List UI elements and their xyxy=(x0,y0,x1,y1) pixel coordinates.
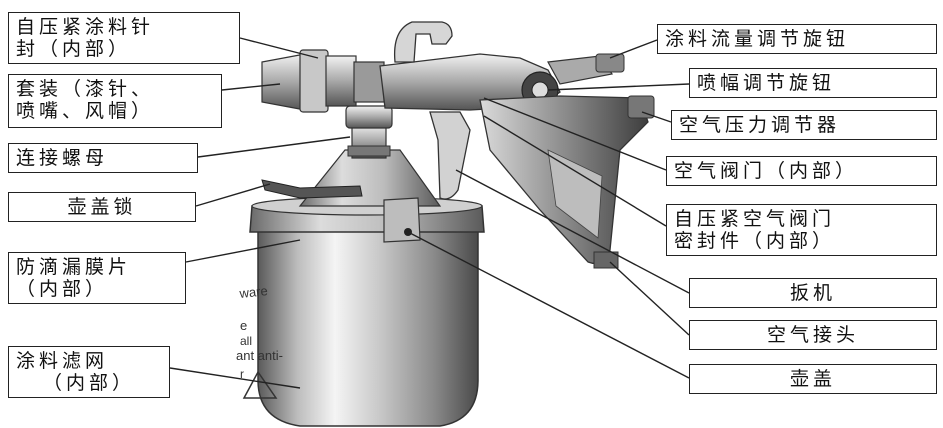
label-line: （内部） xyxy=(16,278,109,300)
label-line: （内部） xyxy=(42,372,135,394)
leader-fan-knob xyxy=(547,83,690,91)
leader-connect-nut xyxy=(197,136,351,158)
leader-lines xyxy=(169,37,690,389)
label-line: 涂料滤网 xyxy=(16,350,109,372)
leader-air-inlet xyxy=(609,261,690,336)
leader-pot-lid-lock xyxy=(195,183,271,207)
label-line: 封（内部） xyxy=(16,38,132,60)
label-pot-lid: 壶盖 xyxy=(689,364,937,394)
label-nozzle-set: 套装（漆针、 喷嘴、风帽） xyxy=(8,74,222,128)
label-pot-lid-lock: 壶盖锁 xyxy=(8,192,196,222)
leader-drip-film xyxy=(185,239,301,263)
label-line: 壶盖锁 xyxy=(67,196,137,218)
label-connect-nut: 连接螺母 xyxy=(8,143,198,173)
label-line: 空气阀门（内部） xyxy=(674,160,859,182)
label-valve-seal: 自压紧空气阀门 密封件（内部） xyxy=(666,204,937,256)
leader-nozzle-set xyxy=(221,83,281,91)
label-line: 壶盖 xyxy=(789,368,836,390)
leader-air-regulator xyxy=(641,111,672,123)
label-air-valve: 空气阀门（内部） xyxy=(666,156,937,186)
label-drip-film: 防滴漏膜片 （内部） xyxy=(8,252,186,304)
leader-pot-lid xyxy=(407,231,690,379)
cup-print-text: ant anti- xyxy=(236,348,283,363)
label-fan-knob: 喷幅调节旋钮 xyxy=(689,68,937,98)
label-paint-filter: 涂料滤网 （内部） xyxy=(8,346,170,398)
label-line: 套装（漆针、 xyxy=(16,78,155,100)
gun-body xyxy=(379,21,655,269)
paint-cup xyxy=(249,149,485,427)
label-line: 空气压力调节器 xyxy=(679,114,841,136)
label-line: 喷嘴、风帽） xyxy=(16,100,155,122)
label-line: 连接螺母 xyxy=(16,147,109,169)
label-line: 密封件（内部） xyxy=(674,230,836,252)
cup-print: ware e all ant anti- r xyxy=(236,283,283,399)
leader-air-valve xyxy=(483,97,667,171)
leader-fluid-knob xyxy=(609,39,658,59)
nozzle-assembly xyxy=(261,49,385,113)
label-line: 自压紧空气阀门 xyxy=(674,208,836,230)
label-trigger: 扳机 xyxy=(689,278,937,308)
label-line: 扳机 xyxy=(789,282,836,304)
leader-trigger xyxy=(455,169,690,294)
leader-paint-filter xyxy=(169,367,301,389)
label-line: 空气接头 xyxy=(766,324,859,346)
leader-valve-seal xyxy=(483,115,667,227)
label-line: 自压紧涂料针 xyxy=(16,16,155,38)
label-line: 涂料流量调节旋钮 xyxy=(665,28,850,50)
cup-print-text: all xyxy=(240,334,252,348)
cup-print-text: ware xyxy=(238,283,269,301)
cup-print-text: r xyxy=(240,367,244,381)
label-needle-seal: 自压紧涂料针 封（内部） xyxy=(8,12,240,64)
label-line: 喷幅调节旋钮 xyxy=(697,72,836,94)
connect-stem xyxy=(345,105,393,159)
leader-needle-seal xyxy=(239,37,319,59)
cup-print-text: e xyxy=(240,318,247,333)
label-fluid-knob: 涂料流量调节旋钮 xyxy=(657,24,937,54)
label-line: 防滴漏膜片 xyxy=(16,256,132,278)
label-air-regulator: 空气压力调节器 xyxy=(671,110,937,140)
label-air-inlet: 空气接头 xyxy=(689,320,937,350)
